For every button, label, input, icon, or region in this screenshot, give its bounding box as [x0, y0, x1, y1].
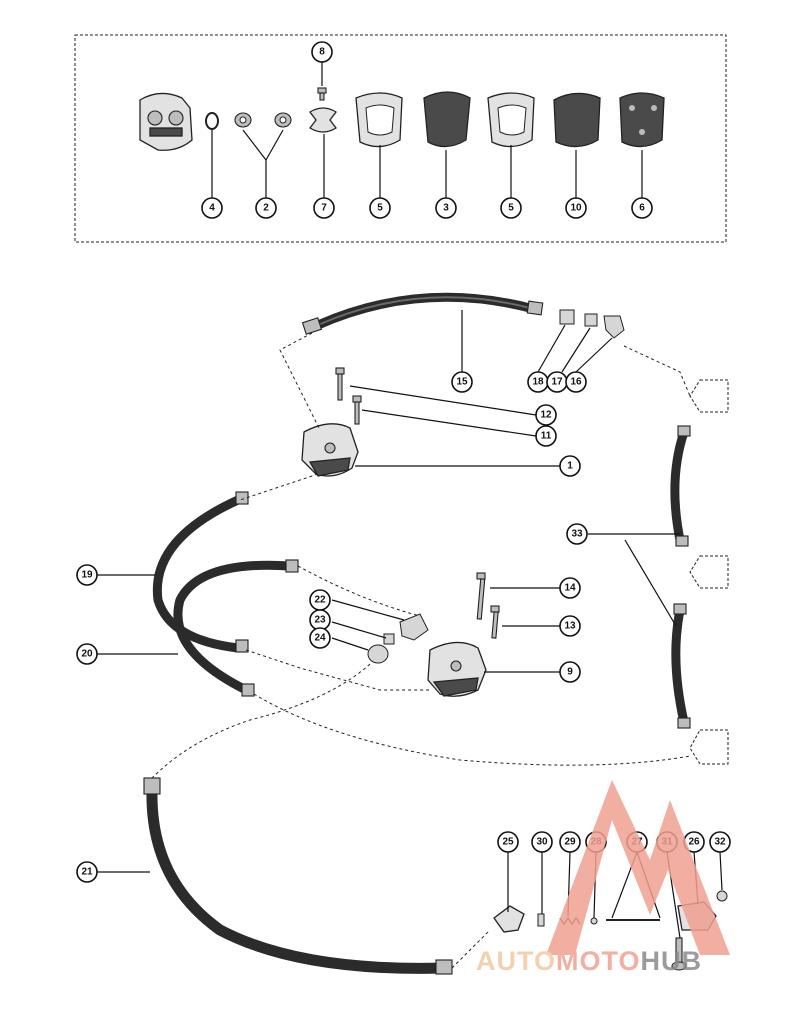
callout-25: 25 — [497, 831, 519, 853]
callout-32: 32 — [709, 831, 731, 853]
svg-text:20: 20 — [81, 649, 93, 660]
svg-text:13: 13 — [564, 621, 576, 632]
svg-text:33: 33 — [571, 529, 583, 540]
diaphragm-part-b — [553, 92, 601, 148]
svg-text:29: 29 — [564, 837, 576, 848]
callout-13: 13 — [559, 615, 581, 637]
tank-connectors — [689, 379, 729, 765]
hose-15 — [301, 292, 544, 335]
svg-text:4: 4 — [209, 203, 215, 214]
svg-text:10: 10 — [570, 203, 582, 214]
callout-22: 22 — [309, 589, 331, 611]
callout-18: 18 — [527, 371, 549, 393]
svg-text:5: 5 — [377, 203, 383, 214]
watermark-logo-icon — [546, 780, 730, 955]
routing-lines — [151, 332, 691, 969]
fuel-pump-9 — [427, 641, 487, 697]
callout-5a: 5 — [369, 197, 391, 219]
svg-text:9: 9 — [567, 667, 573, 678]
svg-text:30: 30 — [536, 837, 548, 848]
svg-text:21: 21 — [81, 867, 93, 878]
inset-leaders — [211, 62, 643, 198]
callout-24: 24 — [309, 627, 331, 649]
callout-2: 2 — [255, 197, 277, 219]
hose-19 — [152, 491, 249, 653]
callout-4: 4 — [201, 197, 223, 219]
screws-12-11 — [335, 367, 362, 425]
callout-9: 9 — [559, 661, 581, 683]
svg-text:18: 18 — [532, 377, 544, 388]
callout-3: 3 — [435, 197, 457, 219]
fittings-18-17-16 — [559, 309, 625, 339]
svg-text:6: 6 — [639, 203, 645, 214]
callout-17: 17 — [546, 371, 568, 393]
callout-21: 21 — [76, 861, 98, 883]
callout-7: 7 — [313, 197, 335, 219]
callout-15: 15 — [451, 371, 473, 393]
pump-body-part — [139, 92, 193, 151]
hose-21 — [143, 777, 453, 975]
svg-text:1: 1 — [567, 461, 573, 472]
svg-text:14: 14 — [564, 583, 576, 594]
svg-text:7: 7 — [321, 203, 327, 214]
gasket-part-b — [487, 92, 535, 148]
callout-23: 23 — [309, 609, 331, 631]
fuel-pump-1 — [301, 423, 359, 477]
callout-12: 12 — [535, 404, 557, 426]
callout-11: 11 — [535, 425, 557, 447]
fittings-22-23-24 — [367, 613, 429, 664]
svg-text:2: 2 — [263, 203, 269, 214]
svg-text:24: 24 — [314, 633, 326, 644]
callout-6: 6 — [631, 197, 653, 219]
screws-14-13 — [476, 572, 500, 639]
callouts: 8 4 2 7 5 3 5 10 6 15 18 17 16 12 11 1 3… — [76, 41, 731, 883]
svg-text:22: 22 — [314, 595, 326, 606]
gasket-part-a — [355, 92, 403, 148]
retainer-part — [309, 107, 337, 133]
svg-text:3: 3 — [443, 203, 449, 214]
callout-33: 33 — [566, 523, 588, 545]
callout-16: 16 — [565, 371, 587, 393]
callout-14: 14 — [559, 577, 581, 599]
callout-8: 8 — [311, 41, 333, 63]
callout-29: 29 — [559, 831, 581, 853]
svg-text:32: 32 — [714, 837, 726, 848]
svg-text:12: 12 — [540, 410, 552, 421]
inset-box — [74, 34, 727, 243]
watermark-text: AUTOMOTOHUB — [476, 946, 702, 976]
hose-20 — [173, 559, 299, 697]
inset-parts — [139, 87, 665, 151]
svg-text:25: 25 — [502, 837, 514, 848]
svg-text:23: 23 — [314, 615, 326, 626]
main-leaders — [97, 310, 723, 939]
callout-5b: 5 — [500, 197, 522, 219]
diaphragm-part — [423, 91, 471, 148]
callout-19: 19 — [76, 564, 98, 586]
callout-10: 10 — [565, 197, 587, 219]
cover-plate-part — [619, 92, 665, 148]
svg-text:11: 11 — [541, 431, 552, 442]
svg-text:15: 15 — [456, 377, 468, 388]
callout-20: 20 — [76, 643, 98, 665]
hose-33 — [670, 425, 691, 729]
small-screw-part — [317, 87, 327, 101]
callout-30: 30 — [531, 831, 553, 853]
svg-text:16: 16 — [570, 377, 582, 388]
automotohub-watermark: AUTOMOTOHUB — [476, 780, 730, 976]
o-ring-part — [205, 112, 219, 130]
svg-text:17: 17 — [551, 377, 563, 388]
svg-text:5: 5 — [508, 203, 514, 214]
callout-1: 1 — [559, 455, 581, 477]
svg-text:26: 26 — [688, 837, 700, 848]
svg-text:19: 19 — [81, 570, 93, 581]
svg-text:8: 8 — [319, 47, 325, 58]
valve-parts — [234, 112, 292, 128]
